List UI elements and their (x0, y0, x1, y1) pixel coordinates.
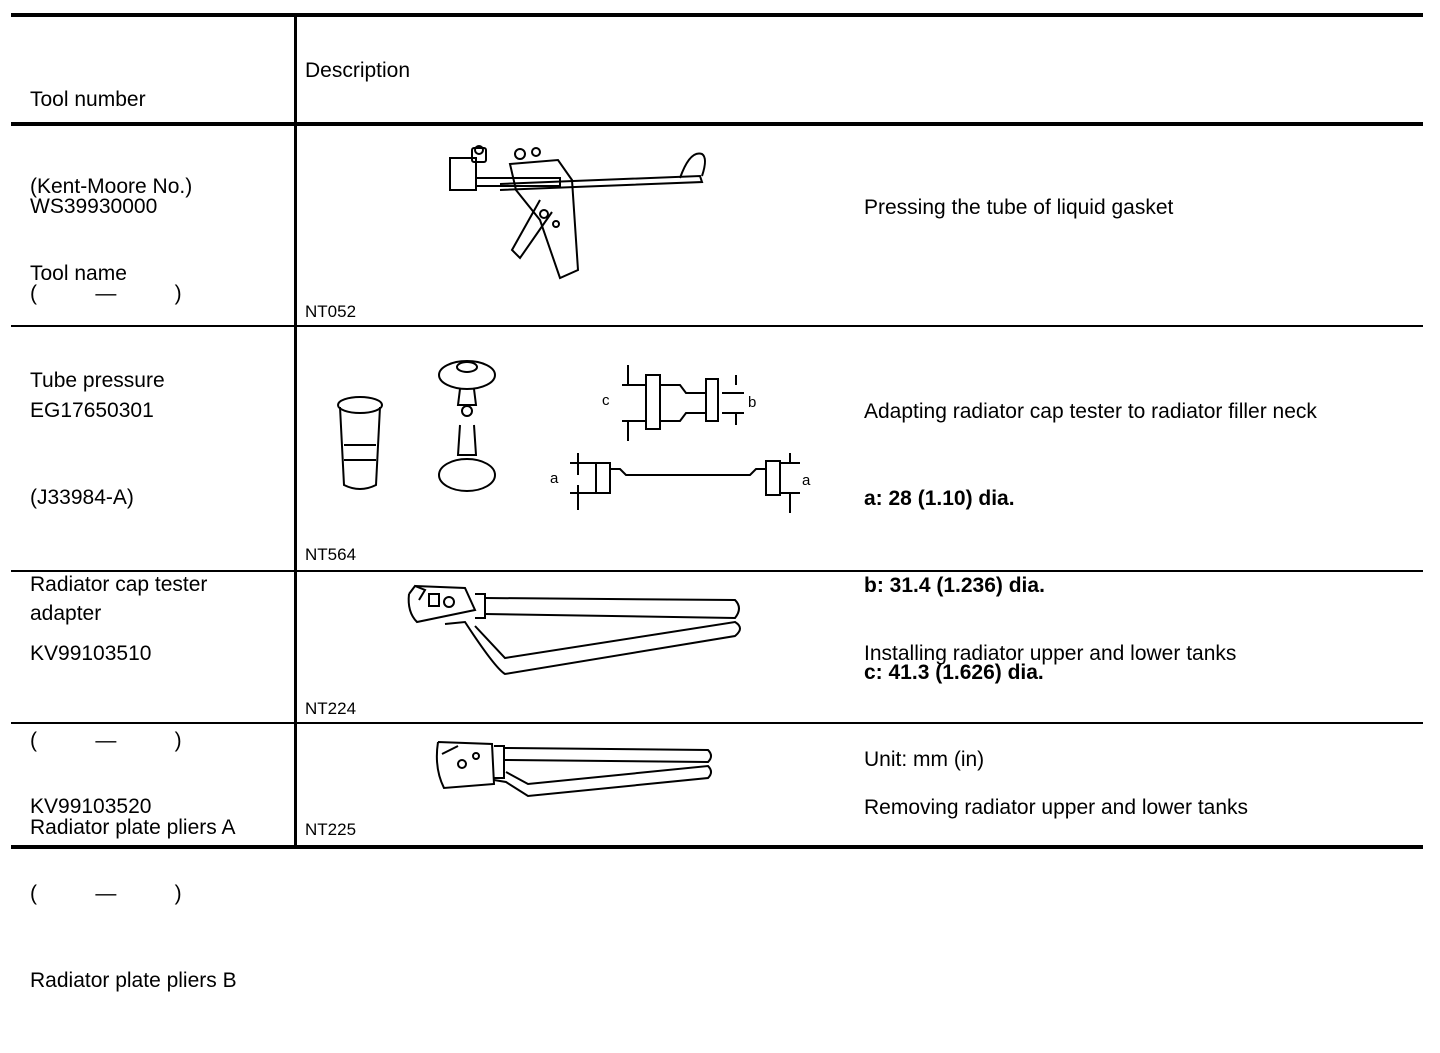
kent-moore-number: (J33984-A) (30, 486, 134, 509)
description-text: Adapting radiator cap tester to radiator… (864, 400, 1317, 423)
description-text: Installing radiator upper and lower tank… (864, 642, 1237, 665)
tool-number: KV99103520 (30, 795, 152, 818)
tool-id-cell: WS39930000 ( — ) Tube pressure (30, 134, 182, 453)
dimension-label-b: b (748, 394, 756, 411)
tool-number: KV99103510 (30, 642, 152, 665)
tool-id-cell: KV99103520 ( — ) Radiator plate pliers B (30, 734, 237, 1053)
caulking-gun-illustration (440, 140, 710, 285)
figure-code: NT564 (305, 545, 357, 564)
row-divider (11, 325, 1423, 327)
tool-name: Radiator plate pliers A (30, 816, 236, 839)
unit-note: Unit: mm (in) (864, 748, 985, 771)
row-divider (11, 570, 1423, 572)
description-cell: Installing radiator upper and lower tank… (864, 581, 1236, 726)
tool-name: Tube pressure (30, 369, 165, 392)
table-top-border (11, 13, 1423, 17)
tool-name: Radiator cap tester adapter (30, 573, 208, 625)
plate-pliers-a-illustration (405, 578, 750, 683)
tool-id-cell: KV99103510 ( — ) Radiator plate pliers A (30, 581, 235, 900)
figure-code: NT225 (305, 820, 357, 839)
description-text: Removing radiator upper and lower tanks (864, 796, 1249, 819)
description-text: Pressing the tube of liquid gasket (864, 196, 1174, 219)
header-tool-number: Tool number (30, 88, 146, 111)
dimension-label-c: c (602, 392, 610, 409)
plate-pliers-b-illustration (432, 738, 717, 804)
description-cell: Adapting radiator cap tester to radiator… (864, 339, 1317, 832)
header-tool-column: Tool number (Kent-Moore No.) Tool name (30, 27, 192, 317)
description-cell: Removing radiator upper and lower tanks (864, 735, 1248, 880)
header-tool-name: Tool name (30, 262, 127, 285)
dimension-b: b: 31.4 (1.236) dia. (864, 574, 1045, 597)
dimension-c: c: 41.3 (1.626) dia. (864, 661, 1044, 684)
header-kent-moore: (Kent-Moore No.) (30, 175, 193, 198)
dimension-label-a: a (550, 470, 559, 487)
figure-code: NT224 (305, 699, 357, 718)
cap-tester-adapter-illustration: c b a a (330, 345, 811, 520)
tool-name: Radiator plate pliers B (30, 969, 237, 992)
dimension-label-a: a (802, 472, 811, 489)
table-bottom-border (11, 845, 1423, 849)
description-cell: Pressing the tube of liquid gasket (864, 135, 1173, 280)
kent-moore-number: ( — ) (30, 282, 182, 305)
tool-id-cell: EG17650301 (J33984-A) Radiator cap teste… (30, 338, 207, 686)
tool-number: WS39930000 (30, 195, 158, 218)
kent-moore-number: ( — ) (30, 729, 182, 752)
row-divider (11, 722, 1423, 724)
kent-moore-number: ( — ) (30, 882, 182, 905)
header-description: Description (305, 59, 411, 82)
figure-code: NT052 (305, 302, 357, 321)
tool-number: EG17650301 (30, 399, 154, 422)
dimension-a: a: 28 (1.10) dia. (864, 487, 1015, 510)
header-divider (11, 122, 1423, 126)
column-divider (294, 15, 297, 848)
